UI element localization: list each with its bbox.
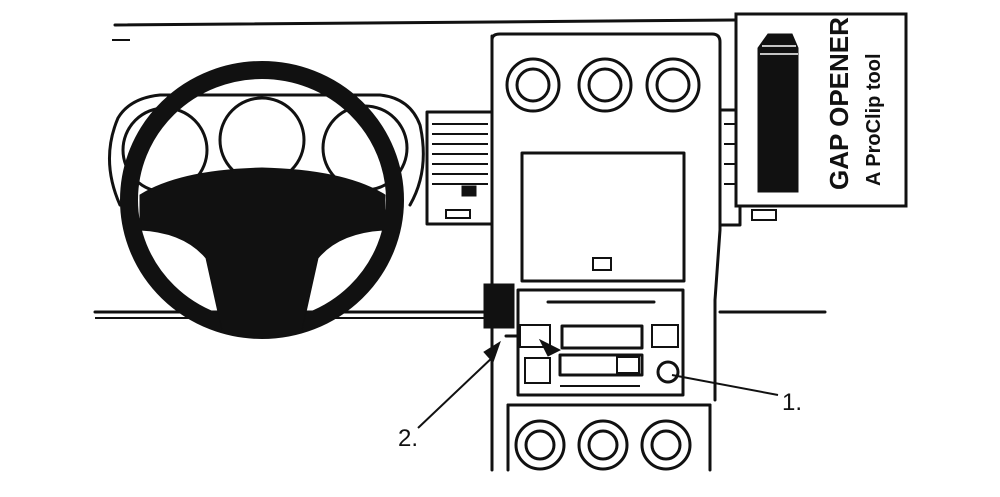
climate-knobs-bottom <box>514 419 692 471</box>
radio-unit <box>516 288 685 397</box>
callout-1: 1. <box>671 374 802 416</box>
tool-title: GAP OPENER <box>824 17 854 190</box>
mount-bracket <box>483 283 520 338</box>
climate-knobs-top <box>505 57 701 113</box>
left-air-vent <box>425 110 494 226</box>
display-screen <box>520 151 686 283</box>
gap-opener-tool-icon <box>757 33 799 193</box>
dashboard-top-edge <box>112 18 737 42</box>
steering-wheel <box>120 61 404 339</box>
center-console <box>490 32 722 472</box>
callout-2-label: 2. <box>398 425 418 452</box>
callout-2: 2. <box>398 340 501 452</box>
callout-1-label: 1. <box>782 389 802 416</box>
tool-subtitle: A ProClip tool <box>863 53 885 186</box>
gap-opener-tool-box: GAP OPENER A ProClip tool <box>734 12 908 208</box>
